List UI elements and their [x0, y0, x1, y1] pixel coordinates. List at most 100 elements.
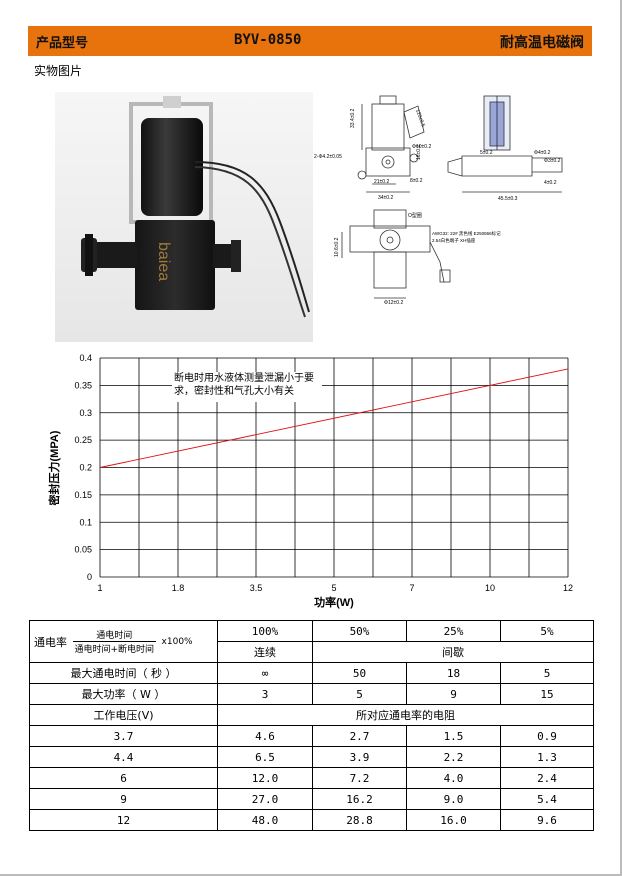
dim-12: Φ12±0.2 — [384, 300, 403, 306]
table-row: 最大功率（ W ） 3 5 9 15 — [29, 683, 594, 705]
resistance-cell: 27.0 — [217, 788, 313, 810]
x-tick-label: 3.5 — [250, 583, 263, 593]
resistance-cell: 16.0 — [406, 809, 501, 831]
resistance-cell: 2.7 — [312, 725, 407, 747]
o-ring-label: O型圈 — [408, 212, 422, 219]
front-view-drawing — [357, 95, 425, 193]
resistance-cell: 9.0 — [406, 788, 501, 810]
max-time-cell: 18 — [406, 662, 501, 684]
duty-rate-formula: 通电时间 通电时间+断电时间 — [72, 628, 157, 655]
resistance-cell: 6.5 — [217, 746, 313, 768]
resistance-cell: 48.0 — [217, 809, 313, 831]
y-tick-label: 0.25 — [74, 435, 92, 445]
y-tick-label: 0.1 — [79, 517, 92, 527]
photo-section-label: 实物图片 — [34, 64, 83, 78]
product-name: 耐高温电磁阀 — [500, 35, 584, 51]
resistance-cell: 1.5 — [406, 725, 501, 747]
wire-note-2: 2.54白色端子 XH插座 — [432, 237, 476, 244]
dim-5: 5±0.2 — [480, 150, 493, 156]
table-row: 连续 间歇 — [30, 641, 594, 663]
product-photo: baiea — [55, 92, 313, 342]
max-time-cell: 5 — [500, 662, 594, 684]
dim-top-r: Φ10±0.2 — [412, 144, 431, 150]
x-tick-label: 1.8 — [172, 583, 185, 593]
x-tick-label: 1 — [97, 583, 102, 593]
dim-10-6: 10.6±0.2 — [334, 237, 340, 257]
rate-5: 5% — [500, 620, 594, 642]
y-tick-label: 0.35 — [74, 380, 92, 390]
dim-height: 33.4±0.2 — [350, 108, 356, 128]
chart-annotation: 断电时用水液体测量泄漏小于要求，密封性和气孔大小有关 — [174, 373, 314, 397]
dim-42: Φ4±0.2 — [534, 150, 551, 156]
voltage-cell: 3.7 — [29, 725, 218, 747]
voltage-cell: 12 — [29, 809, 218, 831]
resistance-cell: 0.9 — [500, 725, 594, 747]
formula-numerator: 通电时间 — [72, 628, 157, 642]
product-model: BYV-0850 — [234, 32, 302, 48]
dim-43: Φ3±0.2 — [544, 158, 561, 164]
duty-rate-cell: 通电率 通电时间 通电时间+断电时间 x100% — [29, 620, 218, 663]
max-power-cell: 5 — [312, 683, 407, 705]
wire-note-1: AWG32: 22# 黑色线 E250866标记 — [432, 230, 501, 237]
table-row: 工作电压(V) 所对应通电率的电阻 — [29, 704, 594, 726]
max-power-cell: 3 — [217, 683, 313, 705]
resistance-cell: 5.4 — [500, 788, 594, 810]
y-tick-label: 0.05 — [74, 545, 92, 555]
chart-grid — [99, 357, 569, 578]
technical-drawings: 33.4±0.2 120±0.5 2-Φ4.2±0.05 Φ10±0.2 8±0… — [314, 95, 563, 306]
x-tick-label: 12 — [563, 583, 573, 593]
dim-45: 45.5±0.3 — [498, 196, 518, 202]
pressure-line — [99, 368, 569, 468]
resistance-cell: 4.0 — [406, 767, 501, 789]
dim-34: 34±0.2 — [378, 195, 393, 201]
formula-x100: x100% — [161, 636, 193, 647]
resistance-cell: 16.2 — [312, 788, 407, 810]
resistance-cell: 2.2 — [406, 746, 501, 768]
product-model-label: 产品型号 — [36, 36, 89, 51]
y-tick-label: 0.4 — [79, 353, 92, 363]
resistance-cell: 3.9 — [312, 746, 407, 768]
rate-25: 25% — [406, 620, 501, 642]
y-tick-label: 0 — [87, 572, 92, 582]
resistance-cell: 7.2 — [312, 767, 407, 789]
brand-logo: baiea — [155, 242, 172, 281]
y-tick-label: 0.15 — [74, 490, 92, 500]
spec-table: 通电率 通电时间 通电时间+断电时间 x100% 100% 50% 25% 5%… — [29, 620, 594, 831]
resistance-cell: 2.4 — [500, 767, 594, 789]
x-axis-label: 功率(W) — [314, 595, 354, 609]
duty-rate-label: 通电率 — [34, 635, 67, 649]
y-tick-label: 0.3 — [79, 408, 92, 418]
resistance-cell: 9.6 — [500, 809, 594, 831]
voltage-cell: 6 — [29, 767, 218, 789]
x-tick-label: 7 — [409, 583, 414, 593]
mode-intermittent: 间歇 — [312, 641, 594, 663]
voltage-header: 工作电压(V) — [29, 704, 218, 726]
top-view-drawing — [341, 209, 451, 299]
x-tick-label: 10 — [485, 583, 495, 593]
rate-50: 50% — [312, 620, 407, 642]
resistance-cell: 12.0 — [217, 767, 313, 789]
header-bar: 产品型号 BYV-0850 耐高温电磁阀 — [28, 26, 592, 56]
dim-16: 16±0.2 — [416, 145, 422, 160]
rate-100: 100% — [217, 620, 313, 642]
formula-denominator: 通电时间+断电时间 — [74, 645, 155, 655]
max-time-cell: 50 — [312, 662, 407, 684]
resistance-cell: 28.8 — [312, 809, 407, 831]
max-time-label: 最大通电时间（ 秒 ） — [29, 662, 218, 684]
y-tick-label: 0.2 — [79, 463, 92, 473]
resistance-cell: 4.6 — [217, 725, 313, 747]
dim-8: 8±0.2 — [410, 178, 423, 184]
resistance-cell: 1.3 — [500, 746, 594, 768]
section-view-drawing — [447, 95, 563, 193]
dim-angle: 120±0.5 — [414, 109, 426, 128]
dim-pipe: 2-Φ4.2±0.05 — [314, 154, 342, 160]
y-axis-label: 密封压力(MPA) — [47, 430, 61, 505]
dim-21: 21±0.2 — [374, 179, 389, 185]
resistance-header: 所对应通电率的电阻 — [217, 704, 594, 726]
